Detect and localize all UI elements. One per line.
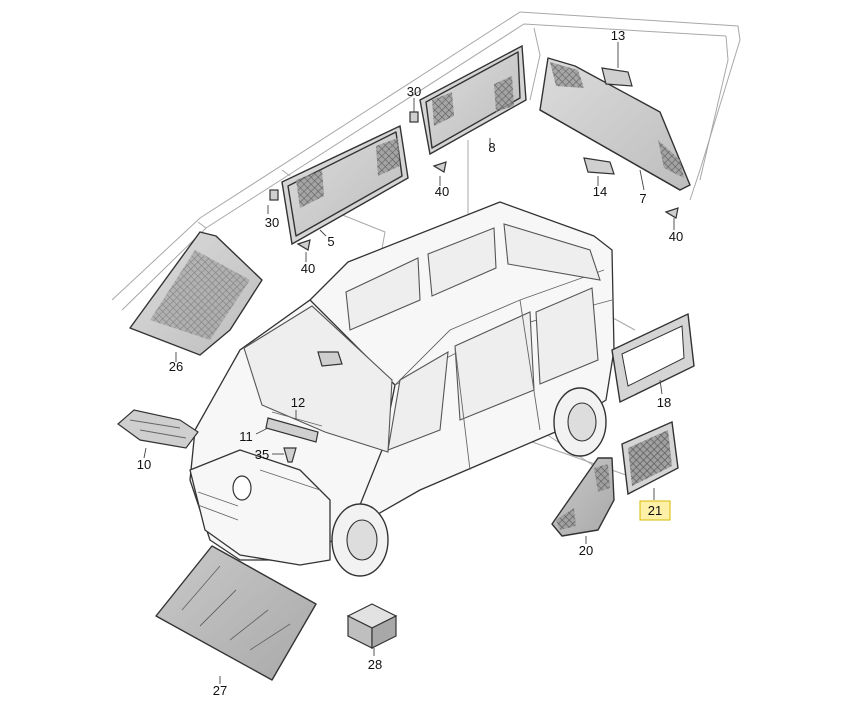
callout-14: 14 bbox=[593, 184, 607, 199]
fastener-30b-icon bbox=[269, 189, 279, 201]
part-35-clip-icon bbox=[283, 447, 297, 463]
callout-21-highlight bbox=[639, 500, 671, 521]
callout-8: 8 bbox=[488, 140, 495, 155]
callout-40-middle: 40 bbox=[301, 261, 315, 276]
part-21-panel bbox=[621, 420, 679, 496]
callout-18: 18 bbox=[657, 395, 671, 410]
screw-40a-icon bbox=[432, 161, 447, 173]
callout-26: 26 bbox=[169, 359, 183, 374]
callout-40-right: 40 bbox=[669, 229, 683, 244]
callout-27: 27 bbox=[213, 683, 227, 698]
part-10-console bbox=[117, 409, 199, 449]
callout-35: 35 bbox=[255, 447, 269, 462]
part-26-panel bbox=[129, 231, 263, 356]
part-18-window bbox=[611, 312, 695, 404]
callout-13: 13 bbox=[611, 28, 625, 43]
part-14-handle bbox=[583, 157, 615, 175]
callout-7: 7 bbox=[639, 191, 646, 206]
part-27-windscreen bbox=[155, 545, 317, 681]
part-28-box bbox=[346, 603, 398, 649]
callout-10: 10 bbox=[137, 457, 151, 472]
screw-40c-icon bbox=[664, 207, 679, 219]
part-8-panel bbox=[419, 44, 527, 156]
part-7-panel bbox=[539, 57, 691, 191]
part-13-handle bbox=[601, 67, 633, 87]
van-body bbox=[189, 201, 615, 577]
callout-12: 12 bbox=[291, 395, 305, 410]
fastener-30a-icon bbox=[409, 111, 419, 123]
part-20-window bbox=[551, 457, 615, 537]
leader-lines bbox=[143, 42, 675, 684]
part-11-12-trim bbox=[265, 411, 323, 443]
callout-20: 20 bbox=[579, 543, 593, 558]
part-5-panel bbox=[281, 124, 409, 246]
callout-40-upper: 40 bbox=[435, 184, 449, 199]
roof-ghost-outline bbox=[111, 11, 741, 311]
screw-40b-icon bbox=[296, 239, 311, 251]
callout-30-upper: 30 bbox=[407, 84, 421, 99]
callout-28: 28 bbox=[368, 657, 382, 672]
callout-5: 5 bbox=[327, 234, 334, 249]
callout-21: 21 bbox=[648, 503, 662, 518]
callout-11: 11 bbox=[239, 429, 253, 444]
callout-30-lower: 30 bbox=[265, 215, 279, 230]
callout-labels: 13 30 30 8 40 14 7 5 40 40 26 18 12 11 3… bbox=[137, 28, 683, 698]
